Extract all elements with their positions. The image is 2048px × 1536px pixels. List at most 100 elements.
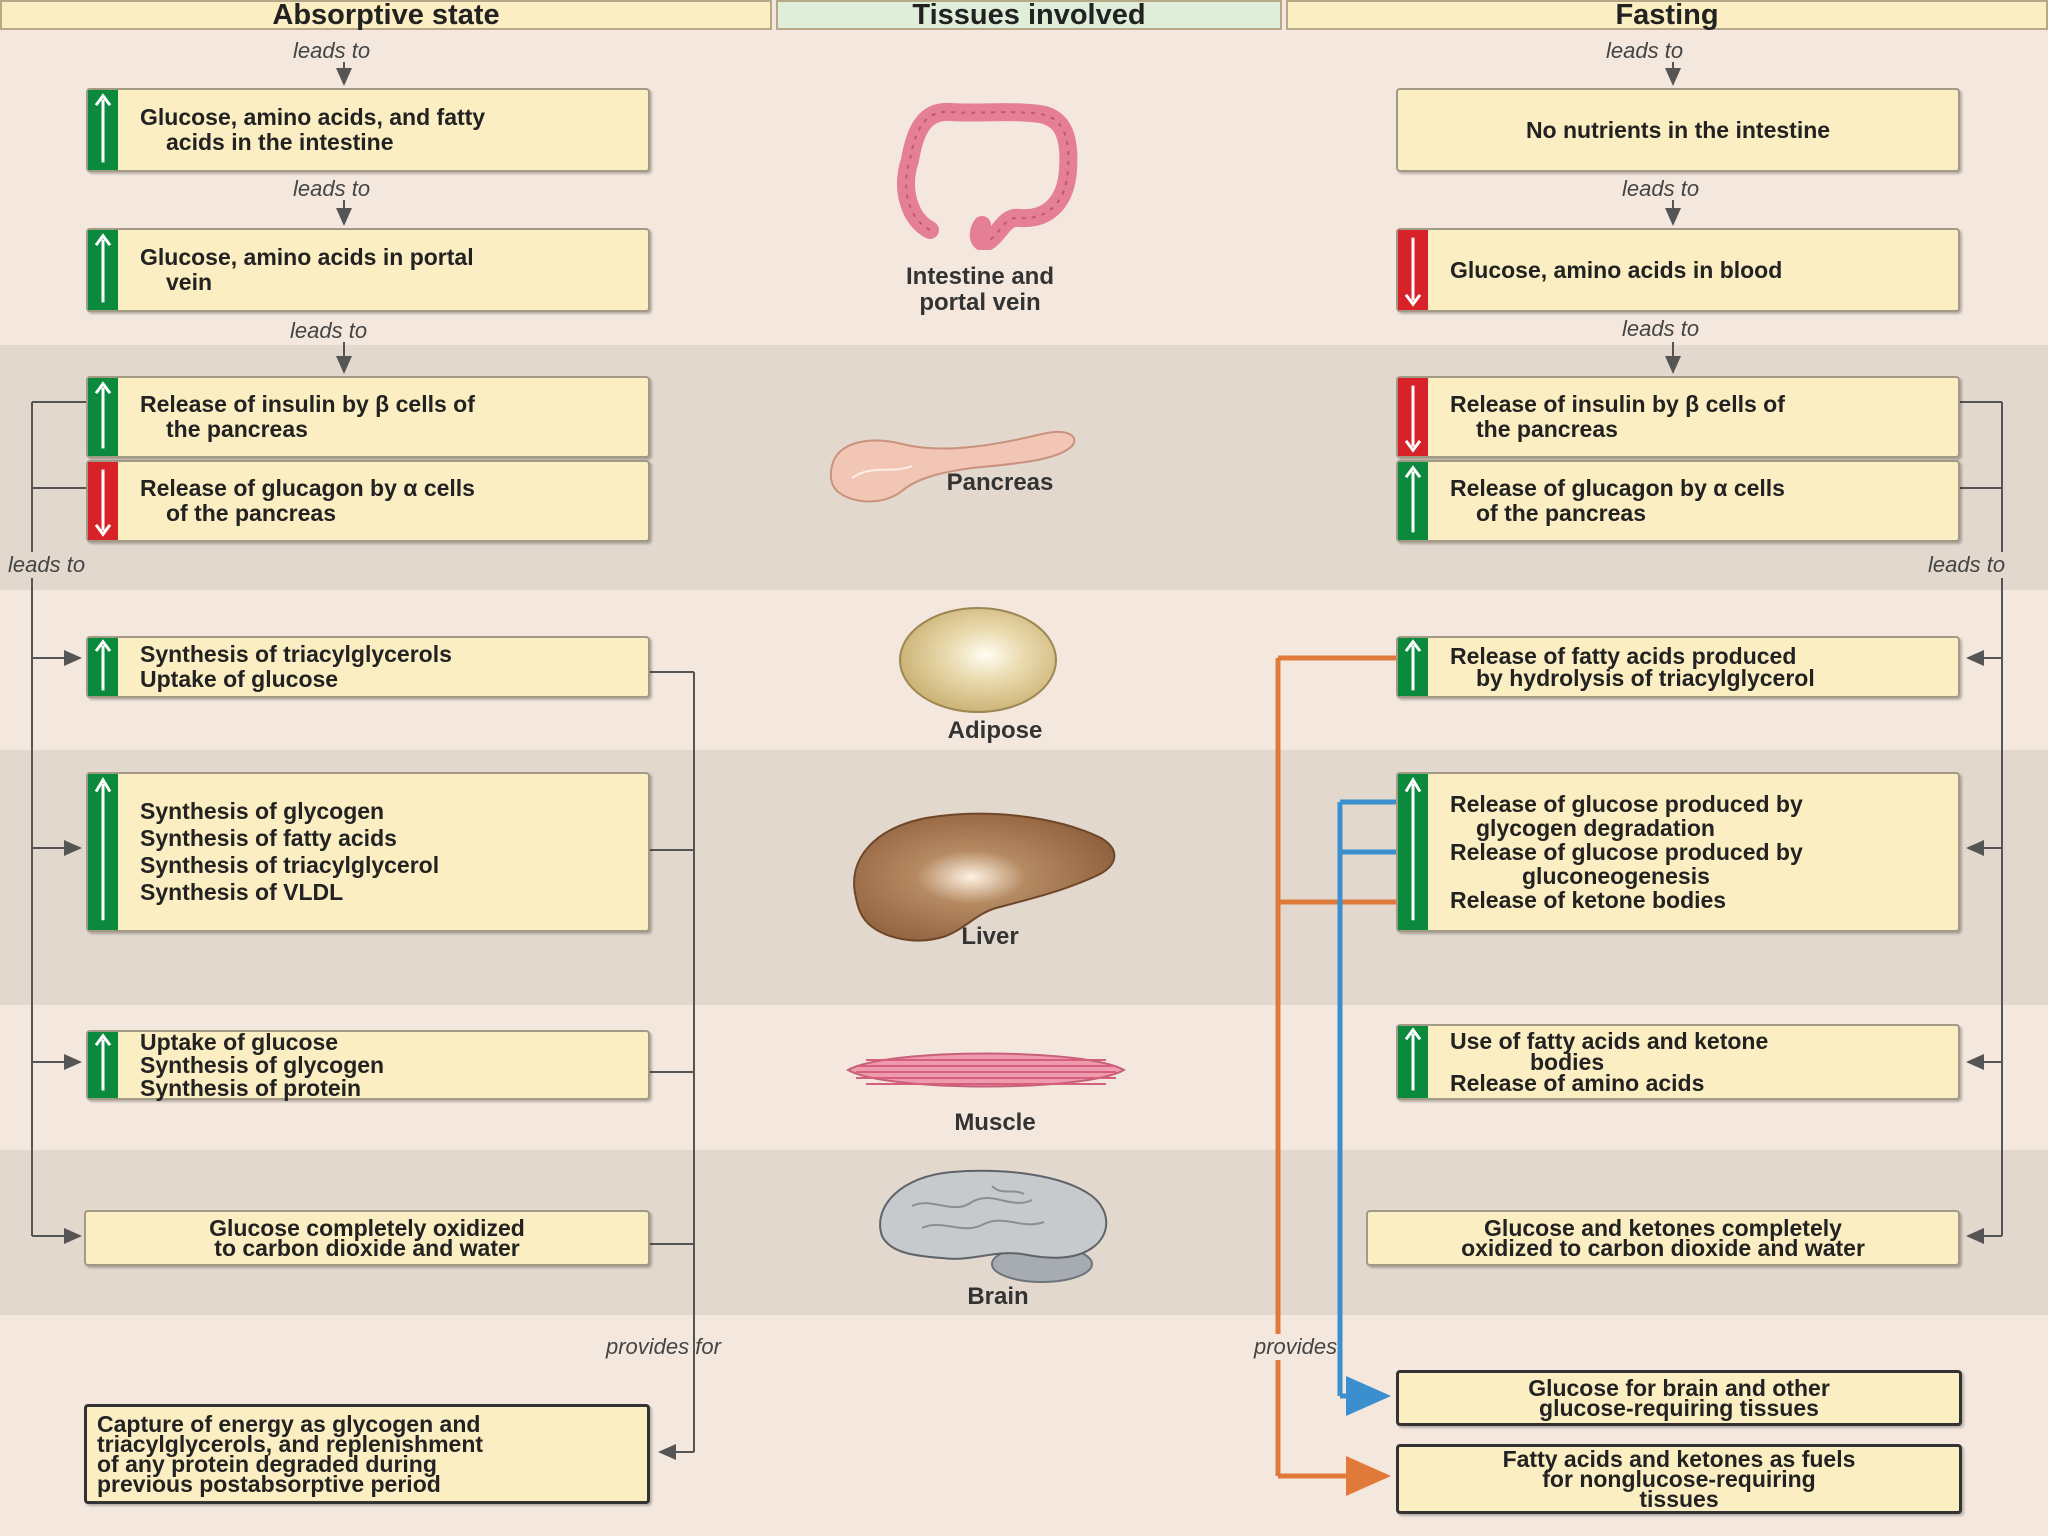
box-text-line: vein	[166, 269, 213, 295]
box-text-line: Synthesis of VLDL	[140, 879, 344, 905]
header-tissues: Tissues involved	[776, 0, 1282, 31]
increase-arrow-icon	[88, 638, 118, 696]
box-text-line: Synthesis of triacylglycerols	[140, 641, 452, 667]
box-text-line: Release of glucagon by α cells	[140, 475, 475, 501]
box-text-line: Uptake of glucose	[140, 666, 339, 692]
absorptive-insulin-box: Release of insulin by β cells of the pan…	[86, 376, 650, 458]
box-text-line: for nonglucose-requiring	[1542, 1466, 1816, 1492]
box-text-line: Capture of energy as glycogen and	[97, 1411, 481, 1437]
box-text-line: Release of insulin by β cells of	[140, 391, 475, 417]
leads-to-label: leads to	[1622, 316, 1700, 341]
box-text-line: the pancreas	[1476, 416, 1618, 442]
provides-for-label: provides for	[606, 1334, 721, 1359]
box-text-line: gluconeogenesis	[1522, 863, 1710, 889]
box-text-line: triacylglycerols, and replenishment	[97, 1431, 484, 1457]
absorptive-muscle-box: Uptake of glucose Synthesis of glycogen …	[86, 1030, 650, 1100]
box-text-line: the pancreas	[166, 416, 308, 442]
box-text-line: Glucose completely oxidized	[209, 1215, 525, 1241]
fasting-insulin-box: Release of insulin by β cells of the pan…	[1396, 376, 1960, 458]
box-text-line: acids in the intestine	[166, 129, 394, 155]
header-absorptive: Absorptive state	[0, 0, 772, 31]
absorptive-portal-box: Glucose, amino acids in portal vein	[86, 228, 650, 312]
tissue-label-adipose: Adipose	[947, 717, 1043, 744]
box-text-line: glycogen degradation	[1476, 815, 1715, 841]
leads-to-label: leads to	[293, 38, 371, 63]
pancreas-icon	[829, 430, 1076, 503]
increase-arrow-icon	[1398, 1026, 1428, 1098]
tissue-label-intestine: Intestine and portal vein	[880, 264, 1080, 316]
fasting-brain-box: Glucose and ketones completely oxidized …	[1366, 1210, 1960, 1266]
box-text-line: tissues	[1639, 1486, 1719, 1512]
increase-arrow-icon	[88, 90, 118, 170]
leads-to-label: leads to	[1928, 552, 2006, 578]
box-text-line: Glucose, amino acids in portal	[140, 244, 474, 270]
box-text-line: Synthesis of glycogen	[140, 1051, 385, 1078]
leads-to-label: leads to	[1622, 176, 1700, 201]
box-text-line: oxidized to carbon dioxide and water	[1461, 1235, 1865, 1261]
adipose-icon	[899, 607, 1057, 713]
leads-to-label: leads to	[293, 176, 371, 201]
absorptive-brain-box: Glucose completely oxidized to carbon di…	[84, 1210, 650, 1266]
box-text-line: Release of ketone bodies	[1450, 887, 1727, 913]
box-text-line: previous postabsorptive period	[97, 1471, 441, 1497]
brain-icon	[879, 1169, 1108, 1283]
box-text-line: Release of glucose produced by	[1450, 791, 1803, 817]
absorptive-liver-box: Synthesis of glycogen Synthesis of fatty…	[86, 772, 650, 932]
leads-to-label: leads to	[8, 552, 86, 578]
tissue-label-line: Intestine and	[905, 263, 1055, 290]
tissue-label-pancreas: Pancreas	[946, 469, 1054, 496]
fasting-adipose-box: Release of fatty acids produced by hydro…	[1396, 636, 1960, 698]
box-text-line: Glucose for brain and other	[1528, 1375, 1830, 1401]
increase-arrow-icon	[88, 230, 118, 310]
box-text-line: Release of amino acids	[1450, 1069, 1705, 1096]
increase-arrow-icon	[88, 378, 118, 456]
box-text-line: Synthesis of glycogen	[140, 798, 385, 824]
box-text-line: No nutrients in the intestine	[1525, 116, 1831, 143]
box-text-line: Synthesis of fatty acids	[140, 825, 397, 851]
increase-arrow-icon	[1398, 462, 1428, 540]
fasting-liver-box: Release of glucose produced by glycogen …	[1396, 772, 1960, 932]
absorptive-outcome-box: Capture of energy as glycogen and triacy…	[84, 1404, 650, 1504]
box-text-line: Glucose and ketones completely	[1484, 1215, 1842, 1241]
box-text-line: Glucose, amino acids, and fatty	[140, 104, 486, 130]
box-text-line: Release of glucose produced by	[1450, 839, 1803, 865]
box-text-line: to carbon dioxide and water	[214, 1235, 520, 1261]
tissue-label-brain: Brain	[967, 1283, 1029, 1310]
decrease-arrow-icon	[88, 462, 118, 540]
leads-to-label: leads to	[290, 318, 368, 343]
increase-arrow-icon	[1398, 774, 1428, 930]
fasting-muscle-box: Use of fatty acids and ketone bodies Rel…	[1396, 1024, 1960, 1100]
muscle-icon	[846, 1052, 1126, 1088]
box-text-line: of the pancreas	[166, 500, 336, 526]
box-text-line: Release of glucagon by α cells	[1450, 475, 1785, 501]
increase-arrow-icon	[88, 1032, 118, 1098]
box-text-line: Fatty acids and ketones as fuels	[1502, 1446, 1856, 1472]
box-text-line: Synthesis of triacylglycerol	[140, 852, 440, 878]
box-text-line: bodies	[1530, 1048, 1605, 1075]
increase-arrow-icon	[88, 774, 118, 930]
box-text-line: Release of insulin by β cells of	[1450, 391, 1785, 417]
increase-arrow-icon	[1398, 638, 1428, 696]
box-text-line: glucose-requiring tissues	[1539, 1395, 1819, 1421]
box-text-line: Use of fatty acids and ketone	[1450, 1027, 1769, 1054]
liver-icon	[853, 812, 1116, 942]
fasting-blood-box: Glucose, amino acids in blood	[1396, 228, 1960, 312]
fasting-fatty-acids-output-box: Fatty acids and ketones as fuels for non…	[1396, 1444, 1962, 1514]
header-fasting: Fasting	[1286, 0, 2048, 31]
decrease-arrow-icon	[1398, 230, 1428, 310]
fasting-intestine-box: No nutrients in the intestine	[1396, 88, 1960, 172]
absorptive-intestine-box: Glucose, amino acids, and fatty acids in…	[86, 88, 650, 172]
provides-label: provides	[1254, 1334, 1338, 1360]
box-text-line: Release of fatty acids produced	[1450, 643, 1797, 669]
box-text-line: of the pancreas	[1476, 500, 1646, 526]
leads-to-label: leads to	[1606, 38, 1684, 63]
box-text-line: by hydrolysis of triacylglycerol	[1476, 665, 1815, 691]
absorptive-glucagon-box: Release of glucagon by α cells of the pa…	[86, 460, 650, 542]
tissue-label-liver: Liver	[961, 923, 1019, 950]
decrease-arrow-icon	[1398, 378, 1428, 456]
tissue-label-muscle: Muscle	[954, 1109, 1036, 1136]
box-text-line: Synthesis of protein	[140, 1074, 362, 1101]
box-text-line: of any protein degraded during	[97, 1451, 437, 1477]
intestine-icon	[897, 102, 1078, 250]
